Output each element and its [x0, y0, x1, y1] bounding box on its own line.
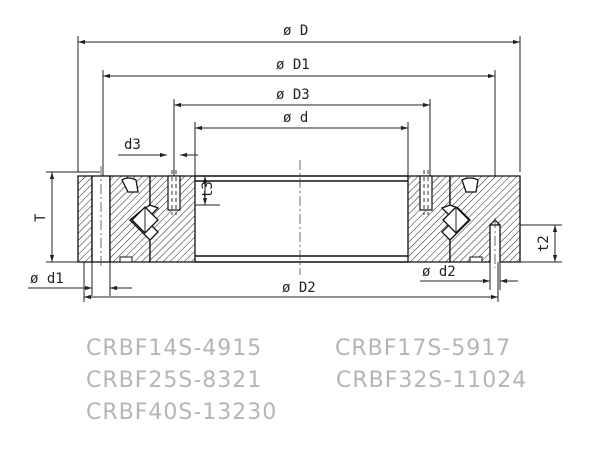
model-list: CRBF14S-4915 CRBF17S-5917 CRBF25S-8321 C… — [86, 336, 527, 425]
label-D: ø D — [283, 23, 308, 39]
model-name: CRBF17S-5917 — [335, 336, 511, 361]
label-d3: d3 — [124, 137, 141, 153]
inner-ring-left — [145, 175, 196, 263]
model-name: CRBF32S-11024 — [336, 368, 527, 393]
label-D3: ø D3 — [276, 87, 310, 103]
dimension-lines — [28, 36, 562, 302]
label-d1: ø d1 — [30, 271, 64, 287]
outer-ring-left-edge — [77, 175, 93, 263]
label-D1: ø D1 — [276, 57, 310, 73]
tapped-hole-right — [419, 175, 433, 211]
seal-right — [461, 177, 479, 193]
bearing-cross-section — [77, 160, 521, 275]
tapped-hole-left — [167, 175, 181, 211]
model-name: CRBF40S-13230 — [86, 400, 277, 425]
seal-left — [121, 177, 139, 193]
label-t2: t2 — [536, 235, 552, 252]
label-d2: ø d2 — [422, 264, 456, 280]
label-T: T — [33, 213, 49, 222]
label-D2: ø D2 — [282, 280, 316, 296]
model-name: CRBF14S-4915 — [86, 336, 262, 361]
label-d: ø d — [283, 110, 308, 126]
label-t3: t3 — [200, 181, 216, 198]
model-name: CRBF25S-8321 — [86, 368, 262, 393]
dimension-labels: ø D ø D1 ø D3 ø d d3 t3 T t2 ø d1 ø d2 ø… — [30, 23, 552, 296]
